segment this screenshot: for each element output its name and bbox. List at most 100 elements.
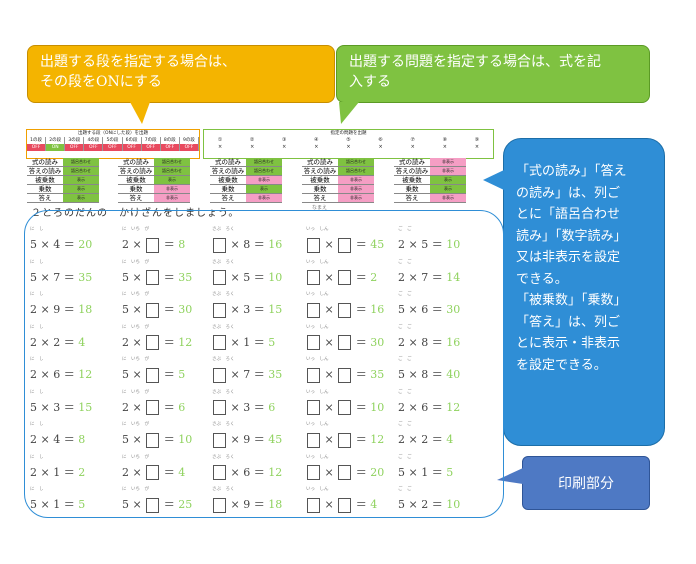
- question-mark[interactable]: ×: [314, 144, 319, 150]
- blank-box[interactable]: [338, 335, 352, 350]
- column-setting-value[interactable]: 非表示: [430, 158, 466, 166]
- answer: 8: [178, 238, 186, 251]
- column-setting-value[interactable]: 非表示: [338, 176, 374, 184]
- question-mark[interactable]: ×: [442, 144, 447, 150]
- blank-box[interactable]: [307, 270, 320, 285]
- blank-box[interactable]: [213, 335, 226, 350]
- question-mark[interactable]: ×: [250, 144, 255, 150]
- column-setting-value[interactable]: 非表示: [338, 194, 374, 202]
- blank-box[interactable]: [146, 465, 160, 480]
- blank-box[interactable]: [213, 497, 226, 513]
- column-setting-value[interactable]: 表示: [246, 185, 282, 193]
- times-sign: ×: [129, 270, 146, 284]
- dan-toggle[interactable]: OFF: [160, 144, 180, 151]
- column-setting-value[interactable]: 表示: [63, 176, 99, 184]
- blank-box[interactable]: [213, 432, 226, 448]
- blank-box[interactable]: [338, 237, 352, 253]
- callout-question-setting: 出題する問題を指定する場合は、式を記 入する: [336, 45, 650, 103]
- column-setting-value[interactable]: 語呂合わせ: [63, 158, 99, 166]
- dan-toggle[interactable]: OFF: [179, 144, 199, 151]
- column-setting-value[interactable]: 表示: [63, 194, 99, 202]
- blank-box[interactable]: [307, 400, 320, 415]
- column-setting-value[interactable]: 非表示: [154, 194, 190, 202]
- dan-toggle[interactable]: OFF: [122, 144, 142, 151]
- column-setting-value[interactable]: 語呂合わせ: [154, 167, 190, 175]
- blank-box[interactable]: [213, 270, 226, 285]
- column-setting-value[interactable]: 語呂合わせ: [63, 167, 99, 175]
- column-setting-label: 答えの読み: [395, 167, 429, 175]
- question-mark[interactable]: ×: [282, 144, 287, 150]
- blank-box[interactable]: [146, 237, 160, 253]
- column-setting-value[interactable]: 表示: [430, 176, 466, 184]
- blank-box[interactable]: [338, 367, 352, 383]
- problem: いっ しん × ＝ 45: [306, 226, 401, 254]
- blank-box[interactable]: [213, 367, 226, 383]
- column-setting: 式の読み語呂合わせ答えの読み語呂合わせ被乗数非表示乗数非表示答え非表示: [302, 158, 374, 203]
- blank-box[interactable]: [213, 400, 226, 415]
- blank-box[interactable]: [213, 302, 226, 318]
- column-setting-value[interactable]: 語呂合わせ: [338, 158, 374, 166]
- column-setting-value[interactable]: 非表示: [430, 194, 466, 202]
- dan-toggle[interactable]: OFF: [65, 144, 85, 151]
- blank-box[interactable]: [338, 432, 352, 448]
- question-mark[interactable]: ×: [410, 144, 415, 150]
- callout-text-line: の読み」は、列ご: [516, 185, 621, 201]
- column-setting-value[interactable]: 非表示: [154, 185, 190, 193]
- equation: 5 × 3 ＝ 15: [30, 399, 92, 415]
- blank-box[interactable]: [146, 432, 160, 448]
- blank-box[interactable]: [146, 270, 160, 285]
- blank-box[interactable]: [213, 237, 226, 253]
- problem: さぶ ろく × 9 ＝ 45: [212, 421, 307, 449]
- blank-box[interactable]: [146, 302, 160, 318]
- blank-box[interactable]: [338, 465, 352, 480]
- dan-toggle[interactable]: OFF: [103, 144, 123, 151]
- dan-toggle[interactable]: OFF: [27, 144, 47, 151]
- column-setting-value[interactable]: 非表示: [338, 185, 374, 193]
- column-setting-value[interactable]: 非表示: [430, 167, 466, 175]
- column-setting-value[interactable]: 表示: [63, 185, 99, 193]
- question-mark[interactable]: ×: [346, 144, 351, 150]
- times-sign: ×: [405, 335, 422, 349]
- column-setting-value[interactable]: 語呂合わせ: [246, 167, 282, 175]
- column-setting-value[interactable]: 語呂合わせ: [338, 167, 374, 175]
- blank-box[interactable]: [338, 270, 352, 285]
- blank-box[interactable]: [146, 367, 160, 383]
- question-mark[interactable]: ×: [378, 144, 383, 150]
- blank-box[interactable]: [338, 302, 352, 318]
- times-sign: ×: [129, 400, 146, 414]
- equation: 5 × 4 ＝ 20: [30, 236, 92, 252]
- column-setting-value[interactable]: 語呂合わせ: [246, 158, 282, 166]
- callout-text-line: とに「語呂合わせ: [516, 207, 621, 222]
- column-setting-value[interactable]: 非表示: [246, 176, 282, 184]
- times-sign: ×: [227, 498, 244, 511]
- equation: × 7 ＝ 35: [212, 366, 282, 383]
- blank-box[interactable]: [307, 497, 320, 513]
- times-sign: ×: [321, 368, 338, 381]
- blank-box[interactable]: [307, 465, 320, 480]
- column-setting-value[interactable]: 表示: [430, 185, 466, 193]
- column-setting-value[interactable]: 非表示: [246, 194, 282, 202]
- column-setting-value[interactable]: 表示: [154, 176, 190, 184]
- blank-box[interactable]: [338, 400, 352, 415]
- blank-box[interactable]: [307, 302, 320, 318]
- blank-box[interactable]: [213, 465, 226, 480]
- callout-text-line: 「答え」は、列ご: [516, 314, 621, 330]
- multiplier: 6: [421, 400, 429, 414]
- dan-toggle[interactable]: ON: [46, 144, 66, 151]
- question-mark[interactable]: ×: [217, 144, 223, 150]
- dan-toggle[interactable]: OFF: [84, 144, 104, 151]
- blank-box[interactable]: [307, 335, 320, 350]
- blank-box[interactable]: [307, 237, 320, 253]
- dan-toggle[interactable]: OFF: [141, 144, 161, 151]
- column-setting-label: 式の読み: [399, 158, 425, 166]
- column-setting-value[interactable]: 語呂合わせ: [154, 158, 190, 166]
- multiplicand: 5: [122, 270, 129, 284]
- blank-box[interactable]: [146, 400, 160, 415]
- blank-box[interactable]: [307, 367, 320, 383]
- blank-box[interactable]: [146, 335, 160, 350]
- blank-box[interactable]: [338, 497, 352, 513]
- blank-box[interactable]: [146, 497, 160, 513]
- question-mark[interactable]: ×: [474, 144, 480, 150]
- blank-box[interactable]: [307, 432, 320, 448]
